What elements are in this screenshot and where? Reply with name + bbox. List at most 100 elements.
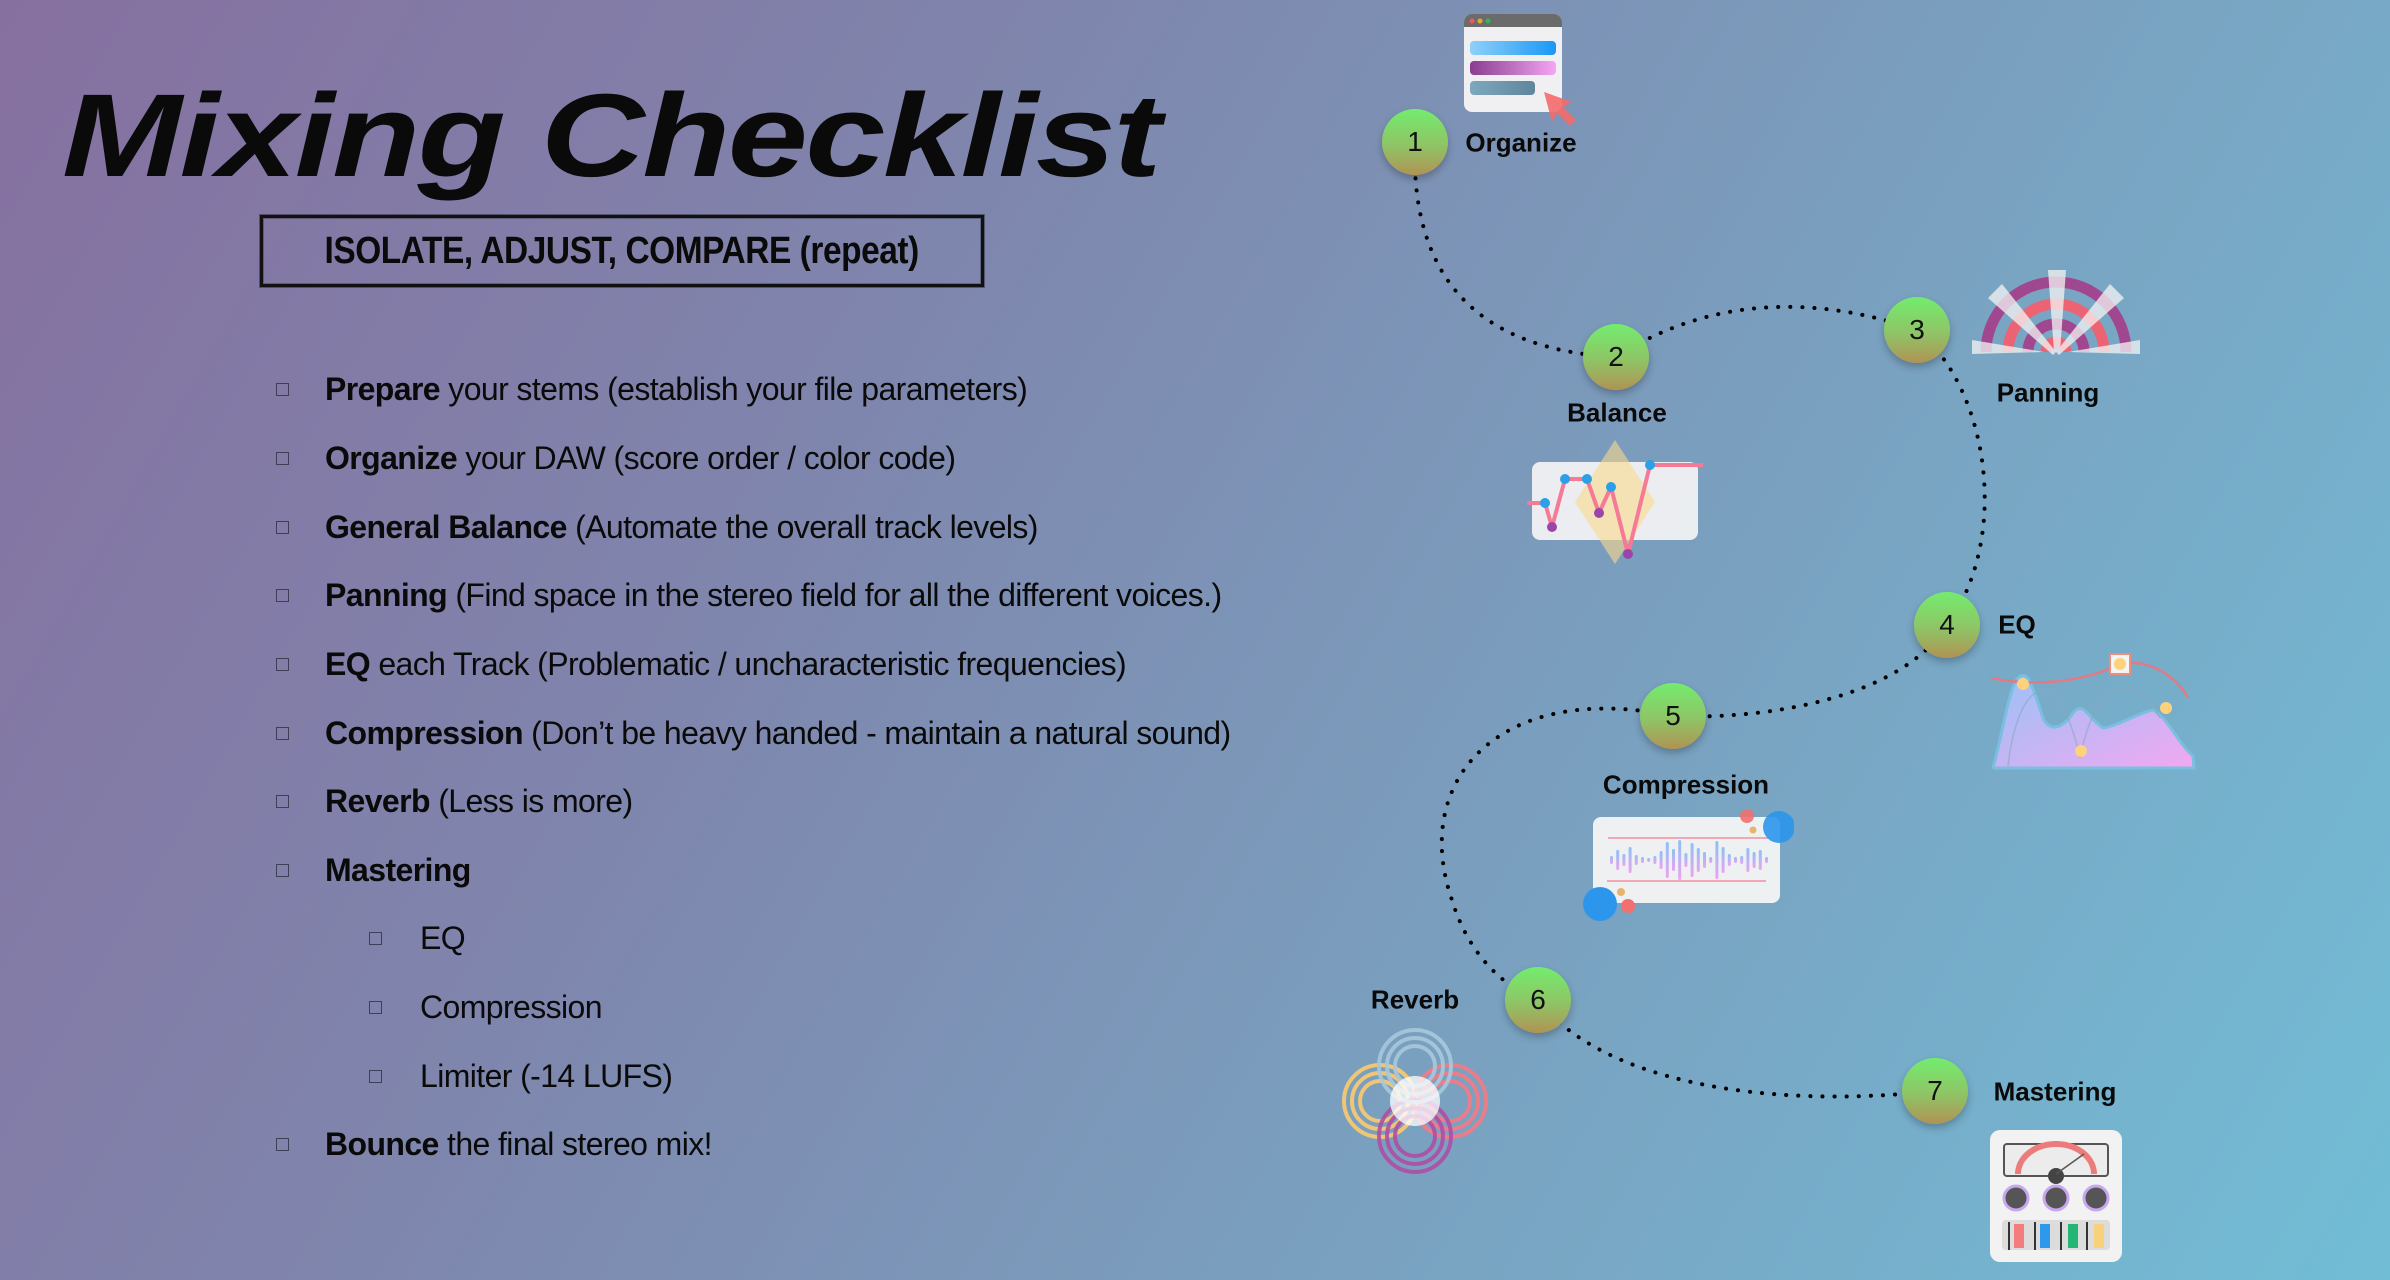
step-node-4: 4: [1914, 592, 1980, 658]
waveform-bar: [1647, 858, 1651, 862]
waveform-bar: [1765, 857, 1768, 863]
checklist-item-text: General Balance (Automate the overall tr…: [325, 509, 1038, 546]
step-node-6: 6: [1505, 967, 1571, 1033]
step-label: Mastering: [1993, 1076, 2117, 1107]
checkbox[interactable]: [276, 657, 289, 671]
checklist-item[interactable]: EQ: [369, 916, 466, 960]
checklist-item-keyword: Prepare: [325, 370, 441, 407]
checkbox[interactable]: [369, 931, 382, 945]
checklist-item[interactable]: Organize your DAW (score order / color c…: [276, 436, 956, 480]
step-label: Reverb: [1370, 984, 1460, 1015]
waveform-bar: [1653, 856, 1657, 864]
checklist-item-description: your stems (establish your file paramete…: [440, 370, 1028, 407]
step-label: Balance: [1567, 397, 1667, 428]
step-node-2: 2: [1583, 324, 1649, 390]
waveform-bar: [1721, 847, 1725, 873]
mixer-console-icon: [1990, 1130, 2122, 1262]
waveform-bar: [1727, 854, 1731, 866]
step-node-3: 3: [1884, 297, 1950, 363]
checklist-item-description: each Track (Problematic / uncharacterist…: [370, 645, 1127, 682]
waveform-bar: [1752, 852, 1756, 868]
step-label: Compression: [1602, 769, 1770, 800]
waveform-bar: [1715, 841, 1719, 879]
checklist-item-keyword: General Balance: [325, 508, 567, 545]
checkbox[interactable]: [276, 451, 289, 465]
checkbox[interactable]: [276, 1137, 289, 1151]
waveform-bar: [1703, 852, 1706, 868]
checklist-item-text: Compression: [420, 988, 603, 1026]
checkbox[interactable]: [276, 382, 289, 396]
checklist-item[interactable]: EQ each Track (Problematic / uncharacter…: [276, 642, 1127, 686]
waveform-bar: [1678, 840, 1682, 880]
checklist-item[interactable]: Panning (Find space in the stereo field …: [276, 573, 1222, 617]
checklist-item-text: Prepare your stems (establish your file …: [325, 370, 1028, 408]
waveform-bar: [1734, 857, 1737, 863]
dotted-connector: [1412, 140, 1987, 1099]
ripples-icon: [1342, 1028, 1488, 1174]
checklist-item[interactable]: Compression: [369, 985, 603, 1029]
waveform-bar: [1610, 856, 1613, 864]
checklist-item-description: (Find space in the stereo field for all …: [447, 576, 1222, 613]
step-number: 3: [1909, 314, 1925, 345]
waveform-bar: [1690, 843, 1694, 877]
checklist-item-text: Limiter (-14 LUFS): [420, 1057, 673, 1095]
checklist-item[interactable]: Limiter (-14 LUFS): [369, 1054, 673, 1098]
checklist-item-description: Limiter (-14 LUFS): [420, 1057, 673, 1094]
step-node-7: 7: [1902, 1058, 1968, 1124]
checklist-item-description: EQ: [420, 919, 466, 956]
page-title: Mixing Checklist: [62, 70, 1161, 202]
automation-graph-icon: [1527, 440, 1703, 564]
step-number: 5: [1665, 700, 1681, 731]
checklist-item-keyword: Compression: [325, 714, 523, 751]
subtitle-box: ISOLATE, ADJUST, COMPARE (repeat): [260, 215, 984, 287]
checkbox[interactable]: [276, 726, 289, 740]
waveform-bar: [1684, 853, 1688, 867]
checkbox[interactable]: [276, 794, 289, 808]
checklist-item-keyword: Mastering: [325, 851, 471, 888]
checklist-item-keyword: Organize: [325, 439, 458, 476]
checkbox[interactable]: [369, 1069, 382, 1083]
step-label: Panning: [1996, 377, 2100, 408]
waveform-bar: [1659, 851, 1663, 869]
waveform-bar: [1616, 850, 1620, 870]
checklist-item-text: EQ: [420, 919, 466, 957]
daw-window-icon: [1464, 14, 1576, 126]
checkbox[interactable]: [276, 520, 289, 534]
step-number: 7: [1927, 1075, 1943, 1106]
waveform-icon: [1583, 810, 1794, 921]
stereo-fan-icon: [1972, 270, 2140, 355]
checklist-item-keyword: Panning: [325, 576, 448, 613]
checklist-item[interactable]: Prepare your stems (establish your file …: [276, 367, 1028, 411]
checklist-item-text: Compression (Don’t be heavy handed - mai…: [325, 715, 1231, 752]
checklist-item-description: Compression: [420, 988, 603, 1025]
step-number: 1: [1407, 126, 1423, 157]
checklist-item-description: (Don’t be heavy handed - maintain a natu…: [522, 714, 1231, 751]
waveform-bar: [1758, 850, 1762, 870]
waveform-bar: [1740, 856, 1744, 864]
checkbox[interactable]: [276, 863, 289, 877]
waveform-bar: [1665, 842, 1669, 878]
waveform-bar: [1622, 854, 1626, 866]
waveform-bar: [1709, 857, 1713, 863]
step-number: 2: [1608, 341, 1624, 372]
checklist-item[interactable]: General Balance (Automate the overall tr…: [276, 505, 1038, 549]
waveform-bar: [1696, 848, 1700, 872]
checklist-item-description: (Automate the overall track levels): [566, 508, 1038, 545]
checklist-item-description: your DAW (score order / color code): [457, 439, 956, 476]
checklist-item-keyword: EQ: [325, 645, 371, 682]
checkbox[interactable]: [276, 588, 289, 602]
checklist-item-text: Organize your DAW (score order / color c…: [325, 439, 956, 477]
checklist-item-text: Bounce the final stereo mix!: [325, 1126, 713, 1163]
checklist-item-text: Reverb (Less is more): [325, 783, 633, 820]
checklist-item[interactable]: Reverb (Less is more): [276, 779, 633, 823]
waveform-bar: [1628, 847, 1632, 873]
checkbox[interactable]: [369, 1000, 382, 1014]
checklist-item-text: Mastering: [325, 852, 471, 889]
waveform-bar: [1672, 849, 1675, 871]
checklist-item[interactable]: Bounce the final stereo mix!: [276, 1122, 713, 1166]
checklist-item[interactable]: Compression (Don’t be heavy handed - mai…: [276, 711, 1231, 755]
subtitle: ISOLATE, ADJUST, COMPARE (repeat): [324, 229, 920, 272]
step-node-1: 1: [1382, 109, 1448, 175]
checklist-item[interactable]: Mastering: [276, 848, 471, 892]
checklist-item-description: (Less is more): [429, 782, 633, 819]
